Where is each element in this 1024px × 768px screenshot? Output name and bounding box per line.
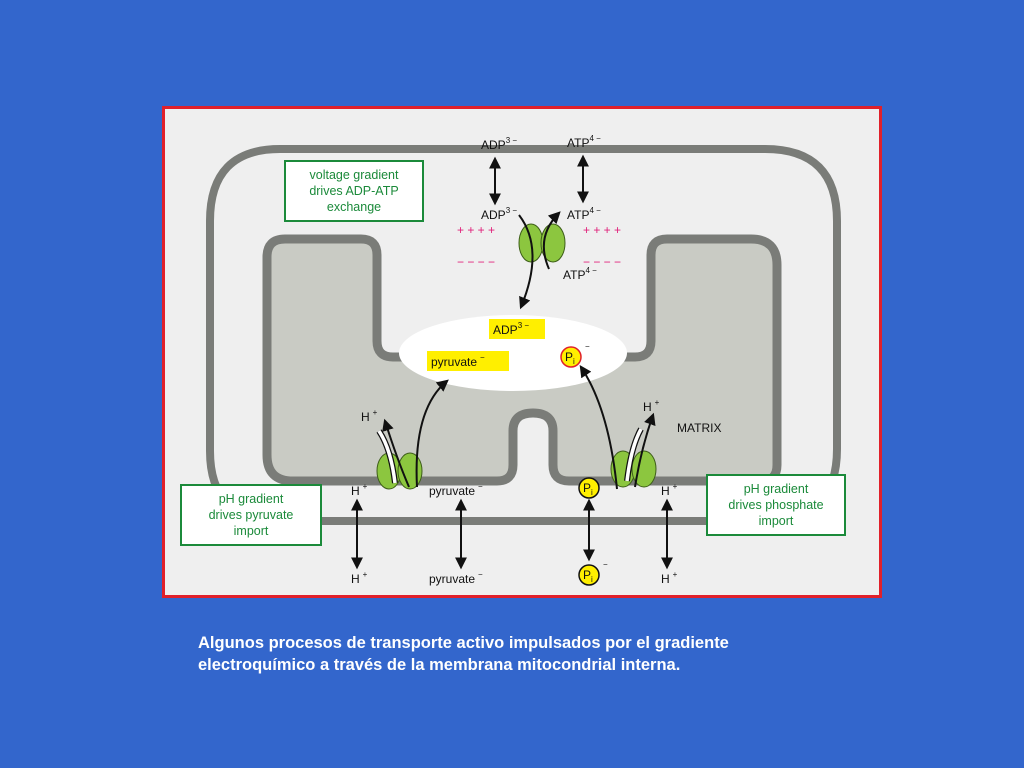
- phosphate-matrix-symbol: Pi −: [560, 342, 590, 368]
- atp-outer-label: ATP4 −: [567, 134, 601, 150]
- atp-ims-label: ATP4 −: [567, 206, 601, 222]
- proton-matrix-left: H+: [361, 408, 378, 424]
- minus-signs-left: − − − −: [457, 255, 495, 269]
- proton-outer-left: H+: [351, 570, 368, 586]
- plus-signs-right: + + + +: [583, 223, 621, 237]
- svg-text:pH gradient: pH gradient: [744, 482, 809, 496]
- matrix-label: MATRIX: [677, 421, 721, 435]
- svg-text:drives phosphate: drives phosphate: [728, 498, 823, 512]
- caption-line-2: electroquímico a través de la membrana m…: [198, 656, 681, 674]
- proton-outer-right: H+: [661, 570, 678, 586]
- phosphate-gradient-box: pH gradient drives phosphate import: [706, 474, 846, 536]
- svg-text:voltage gradient: voltage gradient: [310, 168, 399, 182]
- svg-text:Pi: Pi: [583, 568, 593, 584]
- phosphate-transporter: [610, 427, 657, 488]
- svg-text:pH gradient: pH gradient: [219, 492, 284, 506]
- arrow-pyruvate-in: [415, 379, 449, 488]
- diagram-frame: + + + + + + + + − − − − − − − − ADP3 − A…: [162, 106, 882, 598]
- proton-matrix-right: H+: [643, 398, 660, 414]
- svg-text:import: import: [234, 524, 269, 538]
- pyruvate-gradient-box: pH gradient drives pyruvate import: [180, 484, 322, 546]
- svg-text:−: −: [603, 560, 608, 569]
- svg-text:import: import: [759, 514, 794, 528]
- matrix-white-region: [399, 315, 627, 391]
- arrow-proton-right: [634, 412, 656, 488]
- arrow-atp-out: [542, 211, 561, 270]
- svg-text:drives ADP-ATP: drives ADP-ATP: [309, 184, 398, 198]
- arrow-phosphate-in: [579, 365, 618, 490]
- slide-caption: Algunos procesos de transporte activo im…: [198, 632, 898, 676]
- mitochondrion-diagram: + + + + + + + + − − − − − − − − ADP3 − A…: [180, 134, 846, 586]
- pyruvate-outer-label: pyruvate−: [429, 570, 483, 586]
- pyruvate-ims-label: pyruvate−: [429, 482, 483, 498]
- svg-text:drives pyruvate: drives pyruvate: [209, 508, 294, 522]
- svg-text:Pi: Pi: [583, 481, 593, 497]
- plus-signs-left: + + + +: [457, 223, 495, 237]
- svg-text:Pi: Pi: [565, 350, 575, 366]
- svg-text:exchange: exchange: [327, 200, 381, 214]
- proton-ims-left: H+: [351, 482, 368, 498]
- proton-ims-right: H+: [661, 482, 678, 498]
- adp-matrix-highlight: [489, 319, 545, 339]
- adp-outer-label: ADP3 −: [481, 136, 517, 152]
- arrow-adp-into-matrix: [518, 214, 534, 310]
- adp-ims-label: ADP3 −: [481, 206, 517, 222]
- svg-text:−: −: [585, 342, 590, 351]
- pyruvate-matrix-highlight: [427, 351, 509, 371]
- phosphate-ims-symbol: Pi: [578, 477, 600, 499]
- adp-matrix-label: ADP3 −: [493, 321, 529, 337]
- minus-signs-right: − − − −: [583, 255, 621, 269]
- pyruvate-matrix-label: pyruvate−: [431, 353, 485, 369]
- voltage-gradient-box: voltage gradient drives ADP-ATP exchange: [284, 160, 424, 222]
- arrow-proton-left: [382, 418, 410, 488]
- atp-matrix-label: ATP4 −: [563, 266, 597, 282]
- caption-line-1: Algunos procesos de transporte activo im…: [198, 634, 729, 652]
- phosphate-outer-symbol: Pi −: [578, 560, 608, 586]
